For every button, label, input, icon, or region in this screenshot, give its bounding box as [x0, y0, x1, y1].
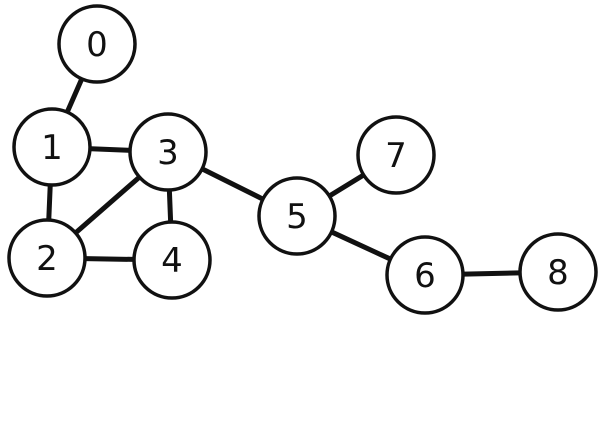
node-label: 7	[385, 136, 407, 176]
node-circle	[518, 232, 598, 312]
node-5: 5	[257, 176, 337, 256]
node-label: 1	[41, 128, 63, 168]
node-circle	[128, 112, 208, 192]
edge-1-3	[88, 146, 132, 153]
edge-1-2	[46, 183, 53, 222]
node-circle	[7, 218, 87, 298]
edge-2-3	[73, 175, 142, 235]
node-0: 0	[57, 4, 137, 84]
node-circle	[356, 115, 436, 195]
nodes-layer: 0 1 2 3 4 5 6 7 8	[7, 4, 598, 315]
node-label: 3	[157, 133, 179, 173]
node-3: 3	[128, 112, 208, 192]
node-label: 8	[547, 253, 569, 293]
edge-3-5	[200, 166, 265, 202]
node-circle	[132, 220, 212, 300]
edge-2-4	[83, 256, 136, 262]
node-label: 5	[286, 197, 308, 237]
node-label: 0	[86, 25, 108, 65]
edge-5-7	[327, 173, 366, 198]
edge-0-1	[65, 77, 84, 114]
node-label: 4	[161, 241, 183, 281]
node-label: 2	[36, 239, 58, 279]
node-2: 2	[7, 218, 87, 298]
node-label: 6	[414, 256, 436, 296]
node-1: 1	[12, 107, 92, 187]
node-7: 7	[356, 115, 436, 195]
edge-3-4	[166, 188, 174, 224]
node-6: 6	[385, 235, 465, 315]
edges-layer	[46, 77, 522, 277]
edge-6-8	[461, 270, 522, 277]
node-8: 8	[518, 232, 598, 312]
node-circle	[257, 176, 337, 256]
node-4: 4	[132, 220, 212, 300]
node-circle	[57, 4, 137, 84]
node-circle	[12, 107, 92, 187]
edge-5-6	[329, 229, 393, 262]
node-circle	[385, 235, 465, 315]
